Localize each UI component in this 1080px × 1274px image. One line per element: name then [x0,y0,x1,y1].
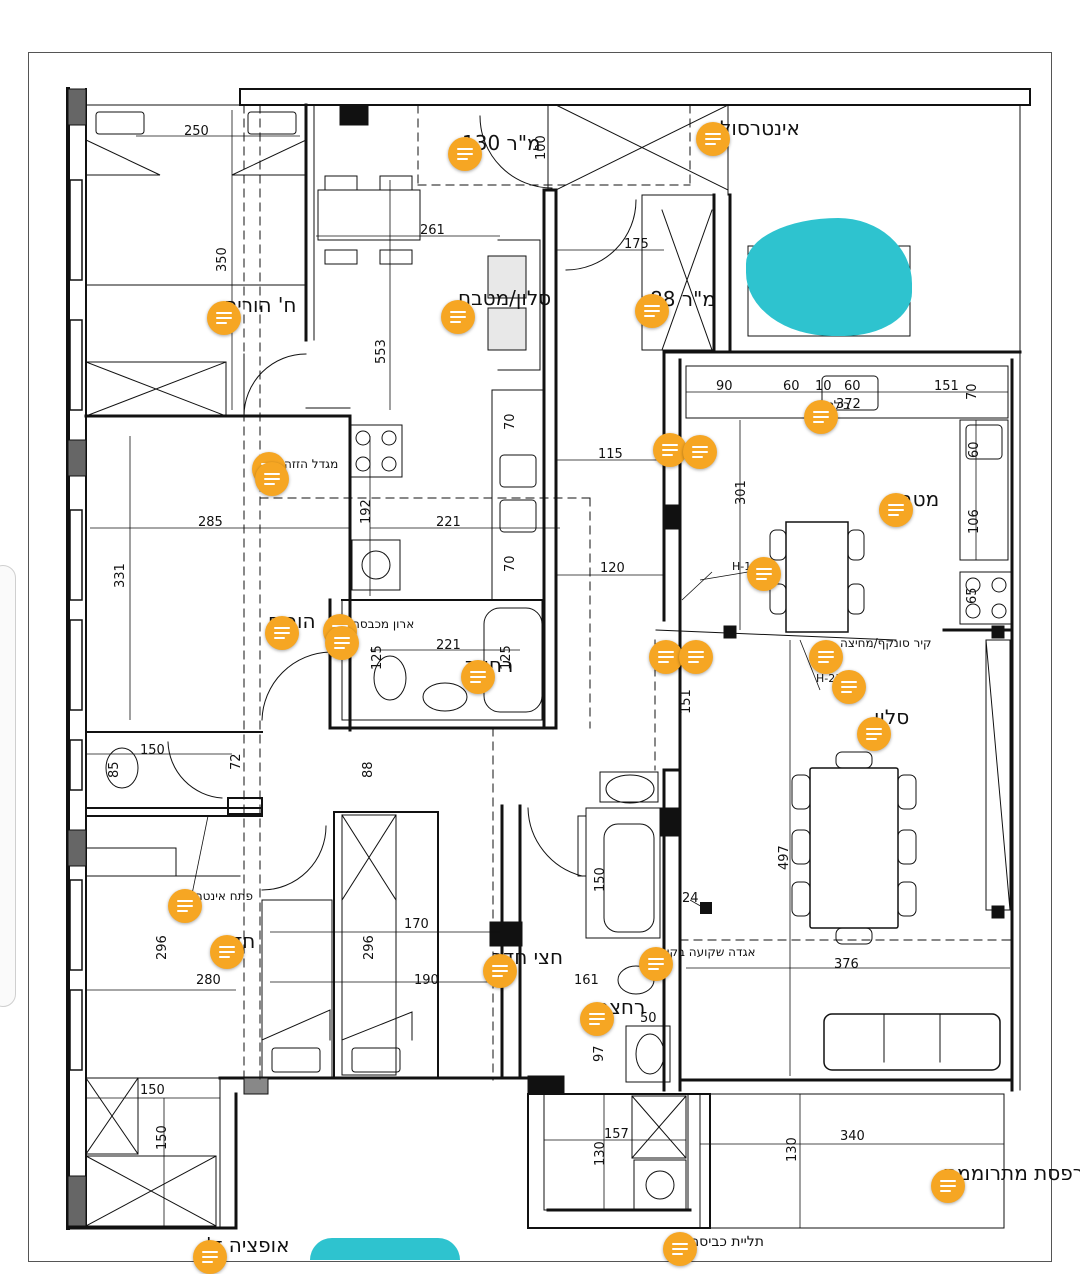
label-intersol: אינטרסול [720,116,800,140]
label-wall-note: קיר סונקף/מחיצה [840,636,932,650]
dim-151a: 151 [934,379,959,394]
comment-icon[interactable] [857,717,891,751]
dim-340: 340 [840,1129,865,1144]
dim-261: 261 [420,223,445,238]
label-tower: מגדל הזזה [284,457,338,471]
dim-115: 115 [598,447,623,462]
comment-icon[interactable] [696,122,730,156]
comment-icon[interactable] [832,670,866,704]
dim-296b: 296 [362,935,377,960]
dim-190: 190 [414,973,439,988]
dim-553: 553 [374,339,389,364]
comment-icon[interactable] [931,1169,965,1203]
dim-90: 90 [716,379,733,394]
dim-125a: 125 [370,645,385,670]
dim-221a: 221 [436,515,461,530]
dim-497: 497 [777,845,792,870]
dim-60c: 60 [967,441,982,458]
comment-icon[interactable] [679,640,713,674]
comment-icon[interactable] [580,1002,614,1036]
comment-icon[interactable] [747,557,781,591]
comment-icon[interactable] [461,660,495,694]
comment-icon[interactable] [639,947,673,981]
dim-70b: 70 [503,413,518,430]
dim-150c: 150 [140,1083,165,1098]
dim-130c: 130 [785,1137,800,1162]
dim-100: 100 [534,135,549,160]
dim-331: 331 [113,563,128,588]
comment-icon[interactable] [635,294,669,328]
dim-72: 72 [229,753,244,770]
dim-296a: 296 [155,935,170,960]
label-towel-note: אגדה שקועה בקיר [660,945,756,959]
dim-65: 65 [965,587,980,604]
comment-icon[interactable] [210,935,244,969]
dim-192: 192 [359,499,374,524]
comment-icon[interactable] [649,640,683,674]
dim-24: 24 [682,891,699,906]
comment-icon[interactable] [663,1232,697,1266]
comment-icon[interactable] [255,462,289,496]
comment-icon[interactable] [683,435,717,469]
redaction-blob-top [746,218,912,336]
dim-150a: 150 [140,743,165,758]
comment-icon[interactable] [804,400,838,434]
comment-icon[interactable] [879,493,913,527]
dim-170: 170 [404,917,429,932]
dim-88b: 88 [361,761,376,778]
comment-icon[interactable] [193,1240,227,1274]
comment-icon[interactable] [168,889,202,923]
dim-151b: 151 [679,689,694,714]
dim-97: 97 [592,1045,607,1062]
dim-120: 120 [600,561,625,576]
dim-376: 376 [834,957,859,972]
dim-125b: 125 [499,645,514,670]
dim-10: 10 [815,379,832,394]
comment-icon[interactable] [207,301,241,335]
comment-icon[interactable] [265,616,299,650]
dim-221b: 221 [436,638,461,653]
dim-301: 301 [734,480,749,505]
dim-250: 250 [184,124,209,139]
dim-372: 372 [836,397,861,412]
dim-175: 175 [624,237,649,252]
comment-icon[interactable] [653,433,687,467]
label-living-kitchen: סלון/מטבח [458,286,551,310]
comment-icon[interactable] [448,137,482,171]
dim-280: 280 [196,973,221,988]
dim-350: 350 [215,247,230,272]
comment-icon[interactable] [809,640,843,674]
dim-150d: 150 [155,1125,170,1150]
dim-161: 161 [574,973,599,988]
dim-106: 106 [967,509,982,534]
dim-157: 157 [604,1127,629,1142]
dim-70a: 70 [965,383,980,400]
comment-icon[interactable] [325,626,359,660]
dim-285: 285 [198,515,223,530]
label-terrace: מרפסת מתרוממת [944,1161,1080,1185]
dim-85: 85 [107,761,122,778]
redaction-blob-bottom [310,1238,460,1260]
column-marker [700,902,712,914]
label-closet: ארון מכבסה [352,617,414,631]
comment-icon[interactable] [483,954,517,988]
label-laundry: תליית כביסה [690,1234,764,1250]
comment-icon[interactable] [441,300,475,334]
dim-150b: 150 [593,867,608,892]
dim-60b: 60 [844,379,861,394]
dim-70c: 70 [503,555,518,572]
dim-50: 50 [640,1011,657,1026]
dim-60a: 60 [783,379,800,394]
dim-130b: 130 [593,1141,608,1166]
